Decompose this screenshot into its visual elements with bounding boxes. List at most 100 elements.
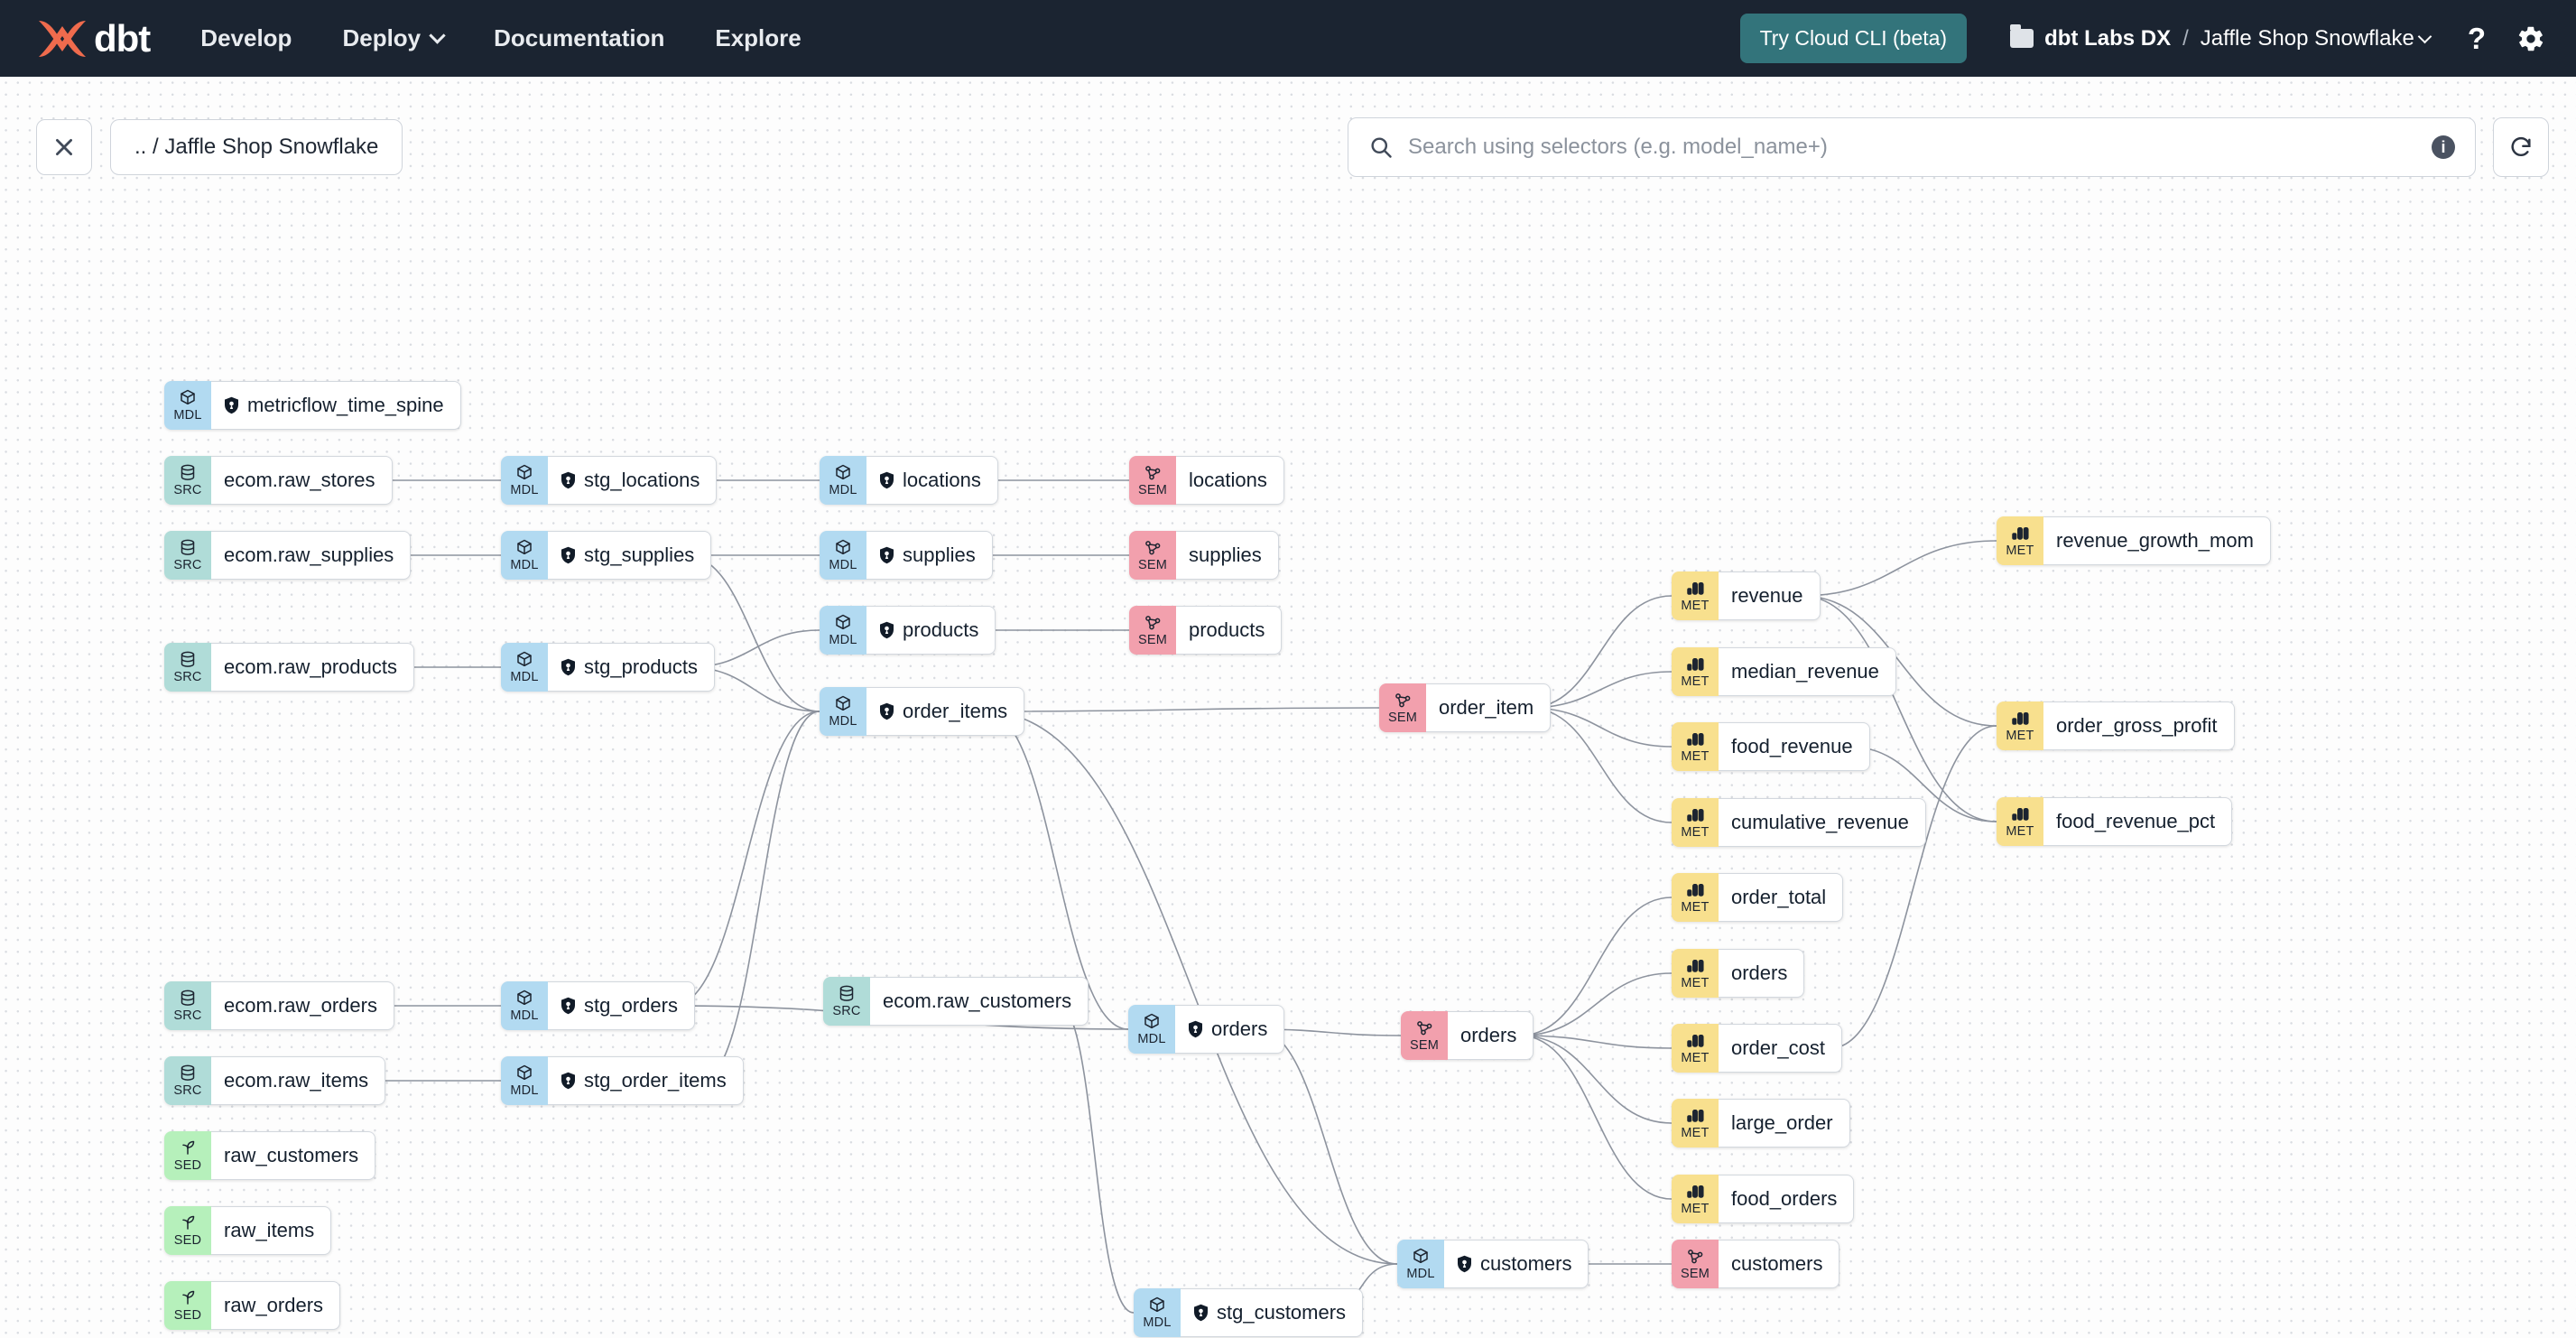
node-body[interactable]: orders [1448, 1011, 1534, 1060]
node-body[interactable]: supplies [866, 531, 993, 580]
dbt-logo[interactable]: dbt [34, 18, 151, 60]
project-selector-label[interactable]: Jaffle Shop Snowflake [2200, 25, 2414, 51]
node-body[interactable]: median_revenue [1719, 647, 1896, 696]
node-body[interactable]: customers [1444, 1240, 1589, 1288]
node-body[interactable]: order_cost [1719, 1024, 1842, 1073]
node-body[interactable]: cumulative_revenue [1719, 798, 1926, 847]
node-body[interactable]: ecom.raw_items [211, 1056, 386, 1105]
node-body[interactable]: ecom.raw_supplies [211, 531, 412, 580]
nav-item-explore[interactable]: Explore [715, 24, 801, 52]
chevron-down-icon[interactable] [2417, 29, 2432, 43]
node-body[interactable]: customers [1719, 1240, 1840, 1288]
node-type-label: SED [173, 1308, 202, 1324]
node-body[interactable]: raw_orders [211, 1281, 341, 1330]
node-body[interactable]: order_gross_profit [2043, 702, 2235, 750]
node-body[interactable]: locations [1176, 456, 1284, 505]
close-graph-button[interactable] [36, 119, 92, 175]
node-body[interactable]: ecom.raw_stores [211, 456, 393, 505]
search-bar[interactable]: i [1348, 117, 2476, 177]
node-body[interactable]: metricflow_time_spine [211, 381, 461, 430]
lineage-graph-canvas[interactable]: .. / Jaffle Shop Snowflake i MDLmetricfl… [0, 77, 2576, 1338]
node-body[interactable]: supplies [1176, 531, 1279, 580]
node-body[interactable]: food_revenue [1719, 722, 1870, 771]
node-body[interactable]: revenue_growth_mom [2043, 516, 2271, 565]
mdl-type-icon: MDL [1128, 1005, 1175, 1054]
node-body[interactable]: ecom.raw_orders [211, 981, 394, 1030]
node-body[interactable]: stg_orders [548, 981, 695, 1030]
node-body[interactable]: large_order [1719, 1099, 1850, 1148]
node-body[interactable]: stg_customers [1181, 1288, 1364, 1337]
refresh-button[interactable] [2493, 117, 2549, 177]
node-body[interactable]: orders [1175, 1005, 1285, 1054]
mdl-glyph-icon [177, 388, 199, 408]
graph-node-raw_orders[interactable]: SED raw_orders [164, 1281, 341, 1330]
node-body[interactable]: orders [1719, 949, 1805, 998]
node-body[interactable]: stg_locations [548, 456, 718, 505]
node-body[interactable]: order_items [866, 687, 1025, 736]
node-body[interactable]: ecom.raw_products [211, 643, 414, 692]
node-body[interactable]: products [866, 606, 996, 655]
nav-item-documentation[interactable]: Documentation [494, 24, 664, 52]
node-body[interactable]: stg_order_items [548, 1056, 744, 1105]
info-icon[interactable]: i [2432, 135, 2455, 159]
node-body[interactable]: raw_items [211, 1206, 332, 1255]
node-body[interactable]: stg_products [548, 643, 715, 692]
node-body[interactable]: ecom.raw_customers [870, 977, 1089, 1026]
breadcrumb[interactable]: .. / Jaffle Shop Snowflake [110, 119, 403, 175]
try-cloud-cli-button[interactable]: Try Cloud CLI (beta) [1739, 14, 1968, 63]
node-body[interactable]: products [1176, 606, 1283, 655]
node-body[interactable]: locations [866, 456, 998, 505]
gear-icon[interactable] [2516, 24, 2545, 53]
node-body[interactable]: order_total [1719, 873, 1844, 922]
node-body[interactable]: stg_supplies [548, 531, 712, 580]
help-icon[interactable]: ? [2467, 21, 2486, 55]
node-body[interactable]: revenue [1719, 571, 1821, 620]
node-body[interactable]: raw_customers [211, 1131, 376, 1180]
node-body[interactable]: food_revenue_pct [2043, 797, 2233, 846]
nav-item-deploy[interactable]: Deploy [342, 24, 446, 52]
node-body[interactable]: food_orders [1719, 1175, 1855, 1223]
node-body[interactable]: order_item [1426, 683, 1552, 732]
search-input[interactable] [1408, 135, 2432, 160]
nav-item-develop[interactable]: Develop [200, 24, 292, 52]
